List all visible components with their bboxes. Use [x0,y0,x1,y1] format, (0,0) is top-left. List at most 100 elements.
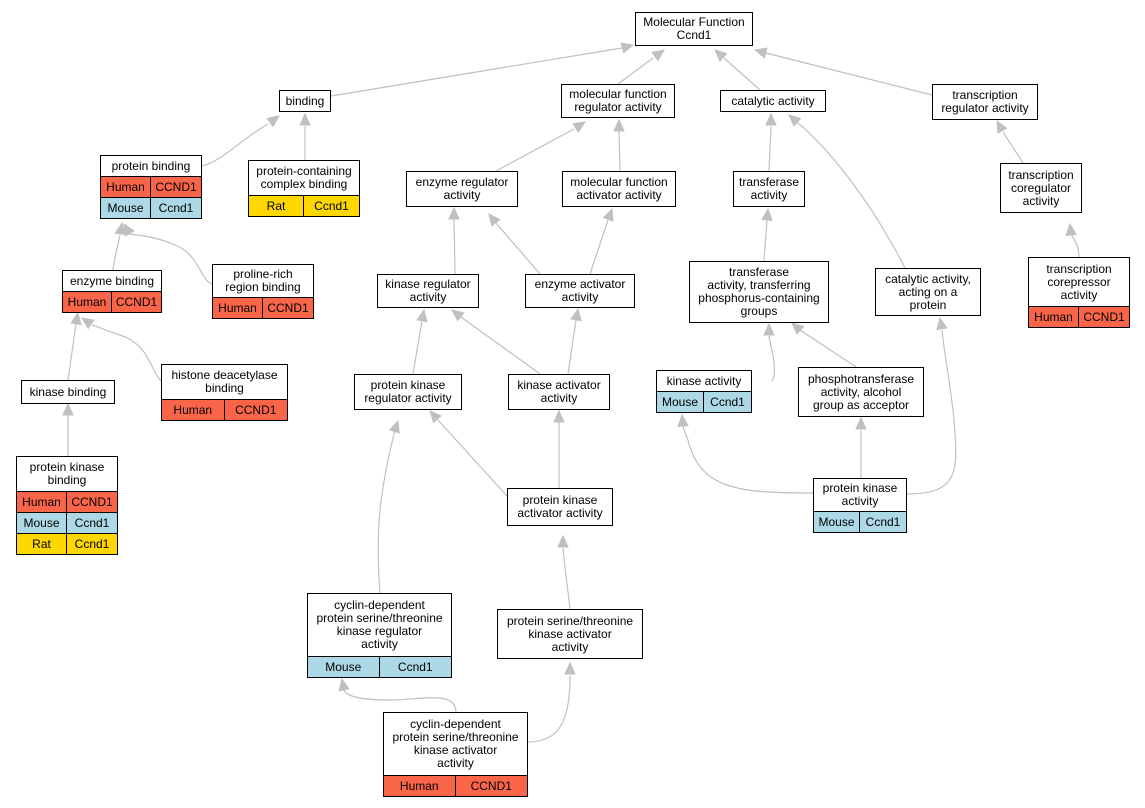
species-cell: Human [161,400,225,421]
species-cell: Mouse [656,392,704,413]
species-cell: Human [16,492,67,513]
edge-line [112,234,121,271]
edge-line [723,57,761,91]
go-term-label: kinase binding [21,380,115,404]
edge-arrowhead [620,42,635,54]
edge-line [618,130,621,172]
gene-cell: CCND1 [67,492,118,513]
go-term-label-line: transferase [738,175,800,189]
go-term-label-line: protein kinase [29,460,105,474]
edge-arrowhead [557,534,569,548]
go-term-node: catalytic activity [720,90,826,112]
edge-arrowhead [788,114,802,127]
go-term-label-line: binding [285,93,325,108]
go-term-label-line: kinase activity [666,373,742,388]
edge-arrowhead [855,416,867,430]
edge-line [460,316,541,375]
go-term-label-line: activity [443,188,481,202]
edge-arrowhead [416,308,428,323]
go-term-label-line: molecular function [570,175,668,189]
gene-cell: CCND1 [455,776,528,797]
go-term-label-line: protein kinase [822,481,898,495]
edge-arrowhead [763,322,775,336]
go-term-label-line: activity [841,494,879,508]
go-term-label-line: protein [909,297,947,312]
edge-arrowhead [451,309,465,322]
species-cell: Rat [248,196,304,217]
edge-line [799,329,857,368]
edge-line [765,52,933,96]
go-term-label-line: activity [540,391,578,405]
go-term-label-line: kinase regulator [385,277,471,291]
edge-arrowhead [81,317,95,330]
edge-arrowhead [338,677,350,692]
edge-arrowhead [572,121,587,134]
edge-arrowhead [388,419,400,434]
go-term-node: kinase binding [21,380,115,404]
go-term-label-line: acting on a [898,284,958,299]
go-term-label: enzyme binding [62,270,162,292]
species-cell: Human [383,776,456,797]
go-term-label-line: regulator activity [574,100,662,114]
edge-arrowhead [936,316,948,331]
edge-line [67,323,77,381]
go-term-label-line: regulator activity [364,391,452,405]
edge-arrowhead [553,409,565,423]
go-term-label-line: kinase activator [517,378,601,392]
go-term-label-line: kinase activator [528,626,612,641]
edge-arrowhead [564,661,576,675]
edge-line [412,320,423,375]
gene-cell: CCND1 [1079,307,1130,328]
go-term-label: catalytic activity [720,90,826,112]
edge-line [343,689,457,713]
go-term-label: protein binding [100,155,202,177]
gene-cell: Ccnd1 [67,534,118,555]
go-term-label-line: kinase binding [29,384,107,399]
go-term-label-line: transcription [1008,167,1074,182]
go-term-label-line: catalytic activity, [885,271,971,286]
go-term-label-line: kinase regulator [336,624,423,638]
edge-line [495,222,541,275]
gene-cell: Ccnd1 [704,392,752,413]
edge-arrowhead [602,207,614,222]
species-cell: Rat [16,534,67,555]
species-cell: Mouse [100,198,151,219]
edge-arrowhead [62,402,74,416]
go-term-label-line: complex binding [260,177,348,191]
go-term-label: kinase activity [656,370,752,392]
edge-arrowhead [123,222,135,237]
edge-arrowhead [266,115,280,128]
go-term-label-line: activity [561,290,599,304]
